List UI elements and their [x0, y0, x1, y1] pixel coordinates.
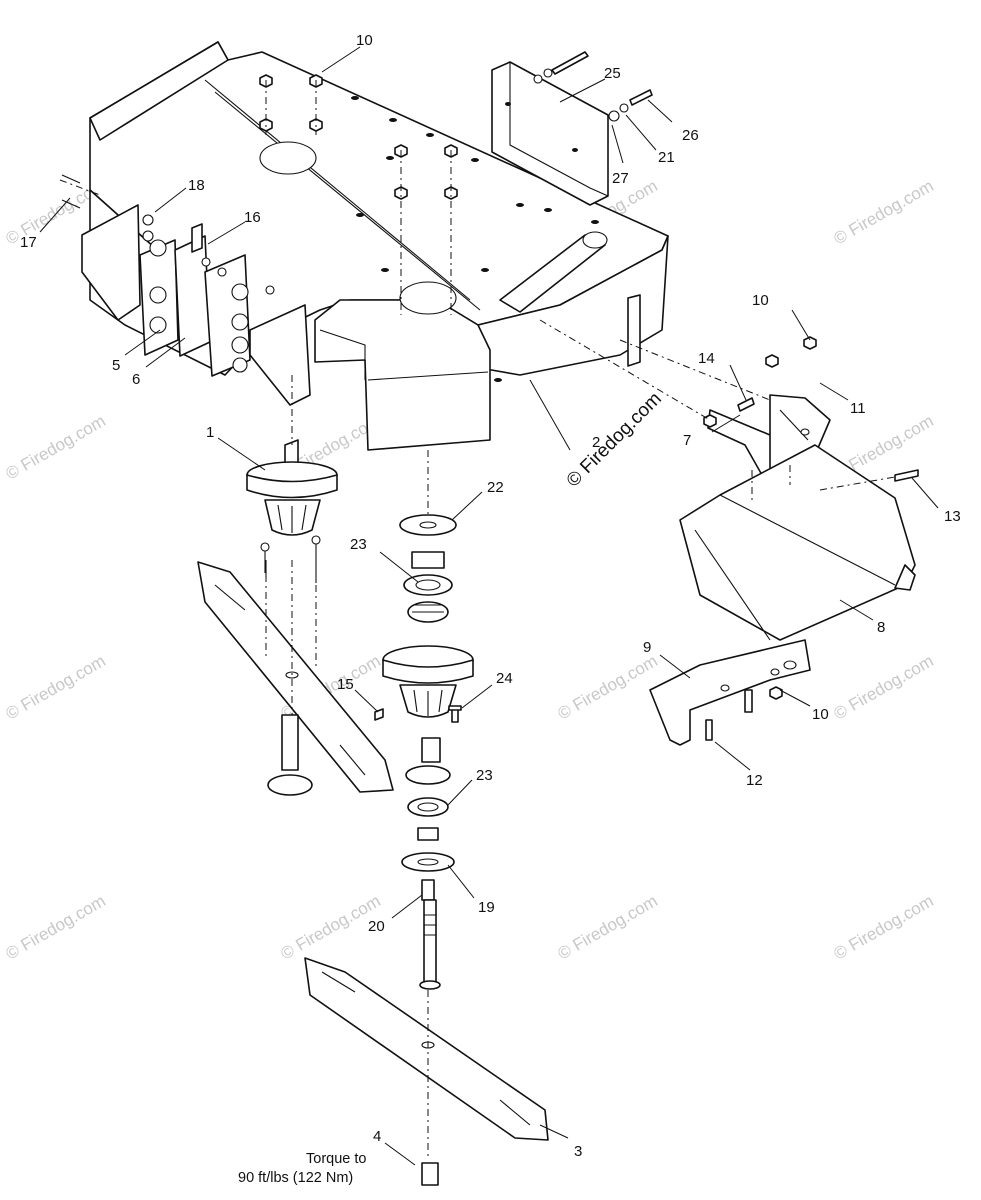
- callout-4: 4: [373, 1128, 381, 1145]
- callout-22: 22: [487, 479, 504, 496]
- watermark-main: © Firedog.com: [563, 388, 666, 491]
- callout-14: 14: [698, 350, 715, 367]
- callout-26: 26: [682, 127, 699, 144]
- callout-11: 11: [850, 400, 866, 417]
- callout-5: 5: [112, 357, 120, 374]
- left-brackets: [61, 174, 311, 406]
- discharge-chute: [649, 394, 916, 746]
- callout-10: 10: [812, 706, 829, 723]
- callout-10: 10: [356, 32, 373, 49]
- deck-left-rail: [89, 41, 229, 141]
- bottom-blade: [304, 957, 549, 1186]
- watermark-text: © Firedog.com: [555, 891, 661, 963]
- callout-13: 13: [944, 508, 961, 525]
- deck-spindle-housing: [314, 299, 491, 451]
- watermark-text: © Firedog.com: [3, 411, 109, 483]
- callout-1: 1: [206, 424, 214, 441]
- watermark-text: © Firedog.com: [831, 176, 937, 248]
- callout-2: 2: [592, 434, 600, 451]
- left-blade: [197, 561, 394, 796]
- watermark-text: © Firedog.com: [3, 651, 109, 723]
- callout-12: 12: [746, 772, 763, 789]
- torque-note: Torque to 90 ft/lbs (122 Nm): [238, 1151, 366, 1186]
- callout-8: 8: [877, 619, 885, 636]
- callout-23: 23: [350, 536, 367, 553]
- callout-23: 23: [476, 767, 493, 784]
- torque-note-line2: 90 ft/lbs (122 Nm): [238, 1170, 353, 1186]
- callout-27: 27: [612, 170, 629, 187]
- left-spindle: [246, 439, 338, 583]
- centerlines: [59, 80, 896, 1160]
- callout-25: 25: [604, 65, 621, 82]
- callout-15: 15: [337, 676, 354, 693]
- leaders: [39, 46, 939, 1166]
- rear-plate: [491, 51, 653, 206]
- callout-19: 19: [478, 899, 495, 916]
- callout-3: 3: [574, 1143, 582, 1160]
- callout-17: 17: [20, 234, 37, 251]
- callout-16: 16: [244, 209, 261, 226]
- right-hardware: [703, 336, 919, 700]
- center-spindle-stack: [374, 514, 474, 990]
- watermark-text: © Firedog.com: [831, 891, 937, 963]
- callout-18: 18: [188, 177, 205, 194]
- watermark-text: © Firedog.com: [555, 651, 661, 723]
- callout-9: 9: [643, 639, 651, 656]
- watermark-text: © Firedog.com: [3, 891, 109, 963]
- callout-10: 10: [752, 292, 769, 309]
- spindle-opening: [259, 141, 317, 175]
- callout-7: 7: [683, 432, 691, 449]
- spindle-opening: [399, 281, 457, 315]
- callout-6: 6: [132, 371, 140, 388]
- callout-21: 21: [658, 149, 675, 166]
- callout-20: 20: [368, 918, 385, 935]
- torque-note-line1: Torque to: [306, 1151, 366, 1167]
- watermark-text: © Firedog.com: [831, 651, 937, 723]
- callout-24: 24: [496, 670, 513, 687]
- callout-labels: 10 25 26 21 27 18 16 17 5 6 1 2 22 23 15…: [20, 32, 961, 1160]
